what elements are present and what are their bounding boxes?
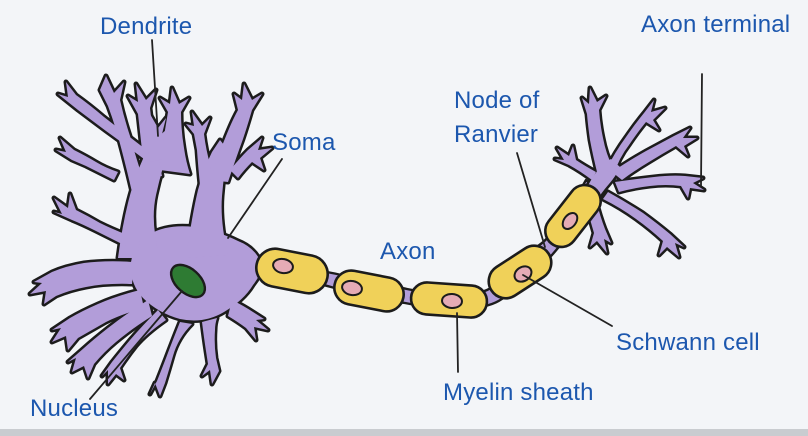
label-myelin-sheath: Myelin sheath (443, 379, 594, 406)
label-axon-terminal: Axon terminal (641, 11, 791, 38)
myelin-sheath-leader-line (456, 312, 459, 373)
axon-terminal-leader-line (700, 73, 703, 187)
schwann-nucleus-2 (341, 279, 363, 297)
label-node-of-ranvier: Node of Ranvier (454, 87, 540, 148)
label-nucleus: Nucleus (30, 395, 119, 422)
nucleus-leader-line (89, 290, 183, 400)
node-of-ranvier-leader-line (516, 152, 546, 248)
cell-nucleus-shape (169, 263, 207, 299)
label-dendrite: Dendrite (100, 13, 193, 40)
schwann-nucleus-3 (441, 292, 463, 310)
schwann-nucleus-5 (561, 212, 579, 230)
schwann-nucleus-1 (272, 257, 294, 275)
label-schwann-cell: Schwann cell (616, 329, 760, 356)
bottom-edge-bar (0, 429, 808, 436)
label-axon: Axon (380, 238, 436, 265)
schwann-cell-leader-line (522, 274, 613, 327)
label-soma: Soma (272, 129, 336, 156)
dendrite-leader-line (151, 39, 159, 137)
soma-leader-line (227, 158, 283, 239)
